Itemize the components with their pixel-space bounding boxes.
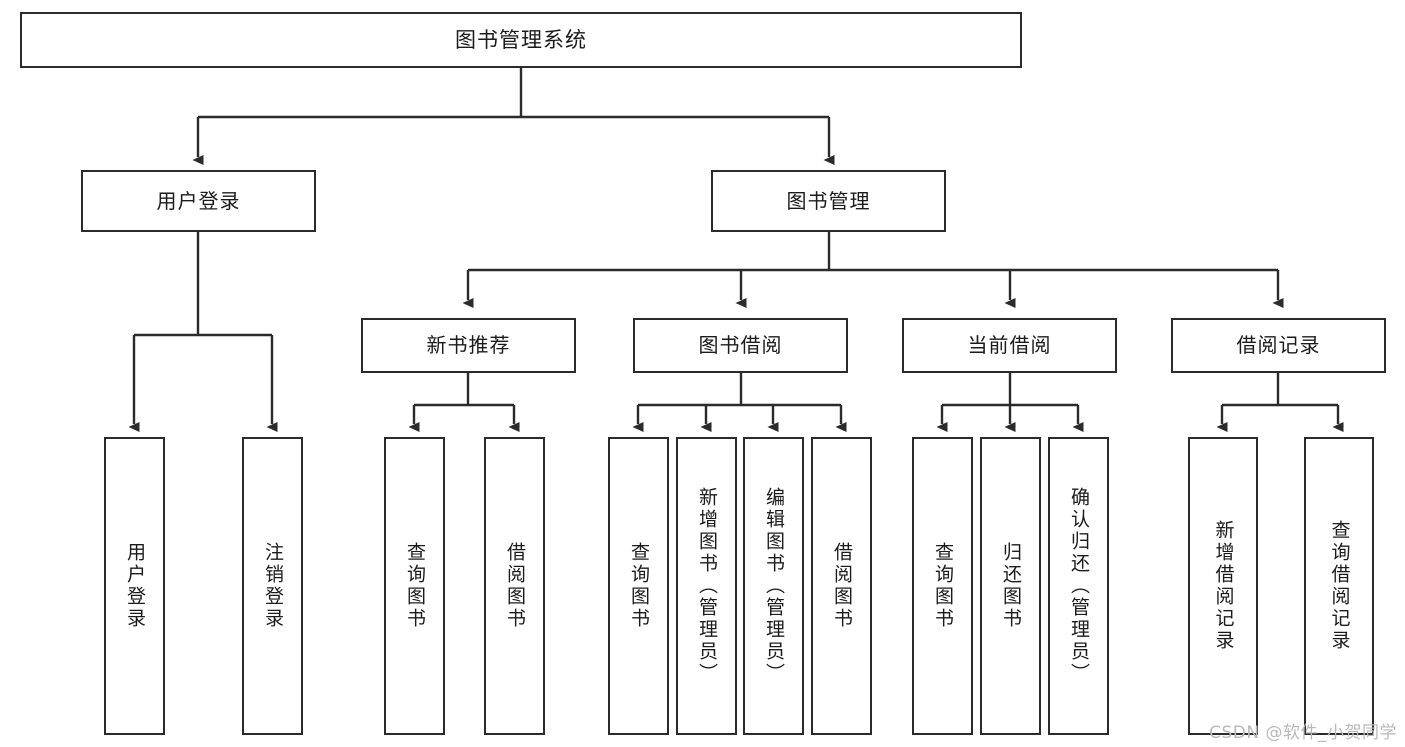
- node-book-borrow[interactable]: 图书借阅: [633, 318, 848, 373]
- node-book-management[interactable]: 图书管理: [711, 170, 946, 232]
- node-leaf-new-book-query[interactable]: 查询图书: [384, 437, 445, 735]
- node-leaf-borrow-edit-book[interactable]: 编辑图书（管理员）: [743, 437, 804, 735]
- node-leaf-label: 查询图书: [931, 542, 954, 630]
- watermark-text: CSDN @软件_小贺同学: [1209, 723, 1397, 743]
- node-leaf-label: 新增借阅记录: [1212, 520, 1235, 652]
- node-leaf-label: 借阅图书: [830, 542, 853, 630]
- node-leaf-current-query-book[interactable]: 查询图书: [912, 437, 973, 735]
- node-leaf-user-login-signout[interactable]: 注销登录: [242, 437, 303, 735]
- node-root-book-management-system[interactable]: 图书管理系统: [20, 12, 1022, 68]
- node-leaf-borrow-query-book[interactable]: 查询图书: [608, 437, 669, 735]
- node-user-login[interactable]: 用户登录: [81, 170, 316, 232]
- node-book-borrow-label: 图书借阅: [698, 333, 783, 357]
- node-book-management-label: 图书管理: [786, 188, 871, 213]
- node-new-book-recommend[interactable]: 新书推荐: [361, 318, 576, 373]
- node-leaf-label: 用户登录: [123, 542, 146, 630]
- node-new-book-recommend-label: 新书推荐: [426, 333, 511, 357]
- node-borrow-record-label: 借阅记录: [1236, 333, 1321, 357]
- node-leaf-record-query[interactable]: 查询借阅记录: [1304, 437, 1374, 735]
- node-leaf-label: 新增图书（管理员）: [695, 487, 718, 685]
- node-leaf-borrow-borrow-book[interactable]: 借阅图书: [811, 437, 872, 735]
- node-leaf-current-confirm-return[interactable]: 确认归还（管理员）: [1048, 437, 1109, 735]
- node-leaf-label: 归还图书: [999, 542, 1022, 630]
- node-leaf-new-book-borrow[interactable]: 借阅图书: [484, 437, 545, 735]
- node-leaf-label: 编辑图书（管理员）: [762, 487, 785, 685]
- node-leaf-label: 确认归还（管理员）: [1067, 487, 1090, 685]
- node-leaf-label: 查询图书: [627, 542, 650, 630]
- node-user-login-label: 用户登录: [156, 188, 241, 213]
- node-leaf-current-return-book[interactable]: 归还图书: [980, 437, 1041, 735]
- node-leaf-label: 借阅图书: [503, 542, 526, 630]
- node-leaf-label: 查询借阅记录: [1328, 520, 1351, 652]
- node-borrow-record[interactable]: 借阅记录: [1171, 318, 1386, 373]
- node-leaf-user-login-signin[interactable]: 用户登录: [104, 437, 165, 735]
- node-root-label: 图书管理系统: [455, 27, 587, 52]
- node-leaf-borrow-add-book[interactable]: 新增图书（管理员）: [676, 437, 737, 735]
- node-leaf-record-add[interactable]: 新增借阅记录: [1188, 437, 1258, 735]
- node-current-borrow-label: 当前借阅: [967, 333, 1052, 357]
- node-leaf-label: 查询图书: [403, 542, 426, 630]
- node-current-borrow[interactable]: 当前借阅: [902, 318, 1117, 373]
- node-leaf-label: 注销登录: [261, 542, 284, 630]
